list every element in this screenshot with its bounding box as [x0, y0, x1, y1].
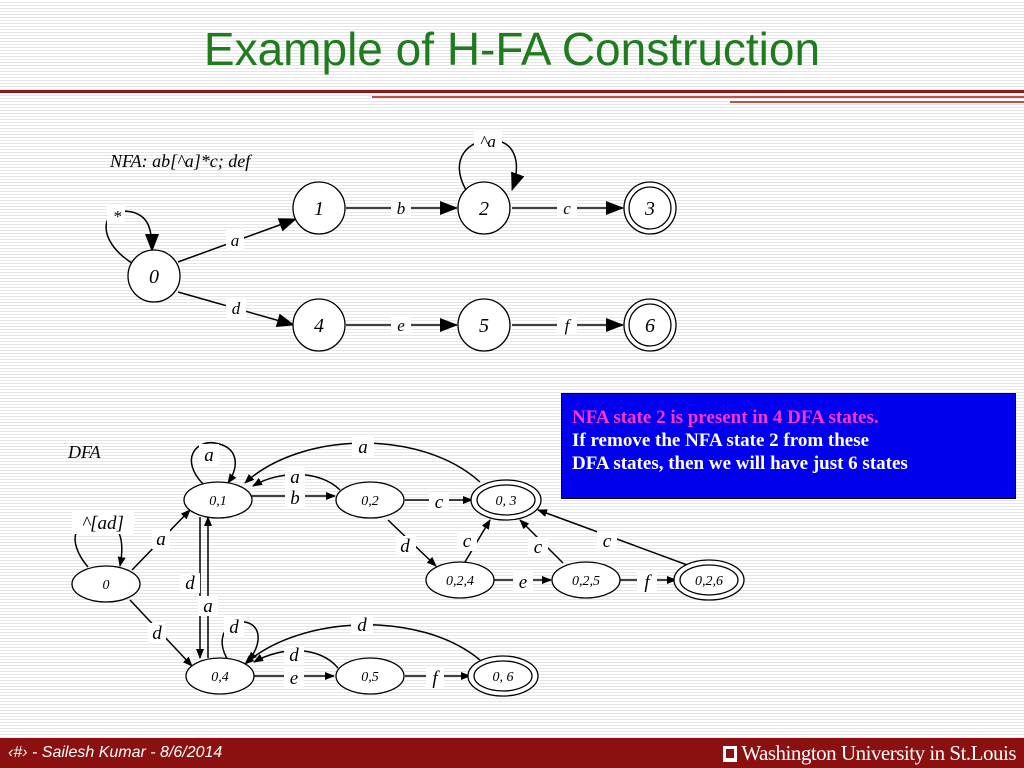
dfa-edge-label: e	[519, 572, 527, 593]
dfa-state-label: 0,2,6	[695, 574, 723, 589]
nfa-state-label: 3	[644, 198, 655, 220]
dfa-edge-label: d	[400, 536, 410, 557]
dfa-state-label: 0,4	[211, 670, 229, 685]
note-line-2: If remove the NFA state 2 from these	[572, 430, 870, 451]
dfa-state-0-5	[335, 657, 405, 695]
dfa-state-label: 0, 6	[493, 670, 514, 685]
nfa-label: NFA: ab[^a]*c; def	[109, 151, 253, 171]
dfa-edge-label: d	[185, 573, 195, 594]
dfa-edge-label: a	[204, 445, 214, 466]
dfa-edge-024-03	[464, 519, 491, 563]
nfa-edge-label: c	[563, 199, 571, 218]
nfa-state-6-inner	[628, 303, 672, 347]
title-rule	[0, 90, 1024, 93]
dfa-state-label: 0,2,4	[446, 574, 474, 589]
dfa-state-0-2-5	[551, 561, 621, 599]
nfa-state-1	[292, 181, 346, 235]
note-line-1: NFA state 2 is present in 4 DFA states.	[572, 407, 879, 428]
dfa-state-label: 0,5	[361, 670, 379, 685]
dfa-edge-label: c	[463, 531, 472, 552]
nfa-state-4	[292, 298, 346, 352]
nfa-edge-0-0	[105, 210, 159, 264]
footer-bar: ‹#› - Sailesh Kumar - 8/6/2014 Washingto…	[0, 738, 1024, 768]
dfa-edge-label: a	[203, 596, 213, 617]
university-shield-icon	[723, 746, 738, 762]
slide-title: Example of H-FA Construction	[203, 23, 821, 75]
dfa-state-label: 0,2	[361, 494, 379, 509]
dfa-state-label: 0,2,5	[572, 574, 600, 589]
dfa-edge-label: a	[290, 467, 300, 488]
dfa-edge-label: a	[358, 437, 368, 458]
dfa-edge-label: a	[156, 529, 166, 550]
nfa-state-5	[457, 298, 511, 352]
nfa-state-label: 5	[479, 315, 489, 337]
dfa-edge-04-04	[221, 621, 259, 662]
footer-institution-name: Washington University in St.Louis	[741, 741, 1016, 765]
dfa-state-label: 0	[103, 578, 110, 593]
note-line-3: DFA states, then we will have just 6 sta…	[572, 453, 908, 474]
nfa-edge-label: a	[231, 231, 240, 250]
nfa-edge-label: b	[397, 199, 406, 218]
nfa-edge-label: e	[397, 316, 405, 335]
dfa-state-0-3-inner	[476, 484, 536, 516]
nfa-state-label: 0	[149, 266, 159, 288]
dfa-edge-label: f	[432, 668, 440, 689]
nfa-state-label: 6	[645, 315, 655, 337]
dfa-edge-label: c	[603, 531, 612, 552]
dfa-label: DFA	[67, 442, 102, 462]
nfa-state-label: 1	[314, 198, 324, 220]
nfa-state-0	[127, 249, 181, 303]
dfa-state-0-4	[185, 657, 255, 695]
nfa-edge-label: d	[232, 299, 241, 318]
nfa-edge-label: f	[565, 316, 572, 335]
nfa-edge-label: *	[113, 207, 122, 226]
dfa-edge-label: b	[290, 488, 300, 509]
dfa-state-0-6-inner	[473, 660, 533, 692]
dfa-edge-label: c	[534, 537, 543, 558]
dfa-state-label: 0, 3	[496, 494, 517, 509]
dfa-edge-label: d	[229, 617, 239, 638]
note-box: NFA state 2 is present in 4 DFA states. …	[561, 393, 1016, 499]
dfa-state-0-2-6-inner	[679, 564, 739, 596]
nfa-edge-label: ^a	[480, 132, 496, 151]
dfa-state-0-2	[335, 481, 405, 519]
dfa-state-label: 0,1	[209, 494, 227, 509]
title-rule-accent-1	[372, 96, 1024, 98]
dfa-edge-01-01	[190, 442, 237, 485]
automata-diagram: NFA: ab[^a]*c; def DFA * a b ^a c d e f	[67, 131, 745, 697]
footer-institution: Washington University in St.Louis	[723, 741, 1016, 766]
title-rule-accent-2	[730, 101, 1024, 103]
dfa-edge-label: c	[435, 492, 444, 513]
dfa-edge-label: ^[ad]	[82, 513, 124, 534]
nfa-state-label: 4	[314, 315, 324, 337]
dfa-edge-label: d	[289, 645, 299, 666]
dfa-edge-label: d	[357, 615, 367, 636]
footer-credit: ‹#› - Sailesh Kumar - 8/6/2014	[8, 744, 223, 761]
dfa-edge-label: e	[290, 668, 298, 689]
nfa-state-2	[457, 181, 511, 235]
dfa-edge-label: d	[152, 623, 162, 644]
dfa-state-0-2-4	[425, 561, 495, 599]
dfa-state-0	[71, 565, 141, 603]
nfa-state-label: 2	[479, 198, 489, 220]
dfa-state-0-1	[183, 481, 253, 519]
dfa-edge-label: f	[644, 572, 652, 593]
nfa-state-3-inner	[628, 186, 672, 230]
